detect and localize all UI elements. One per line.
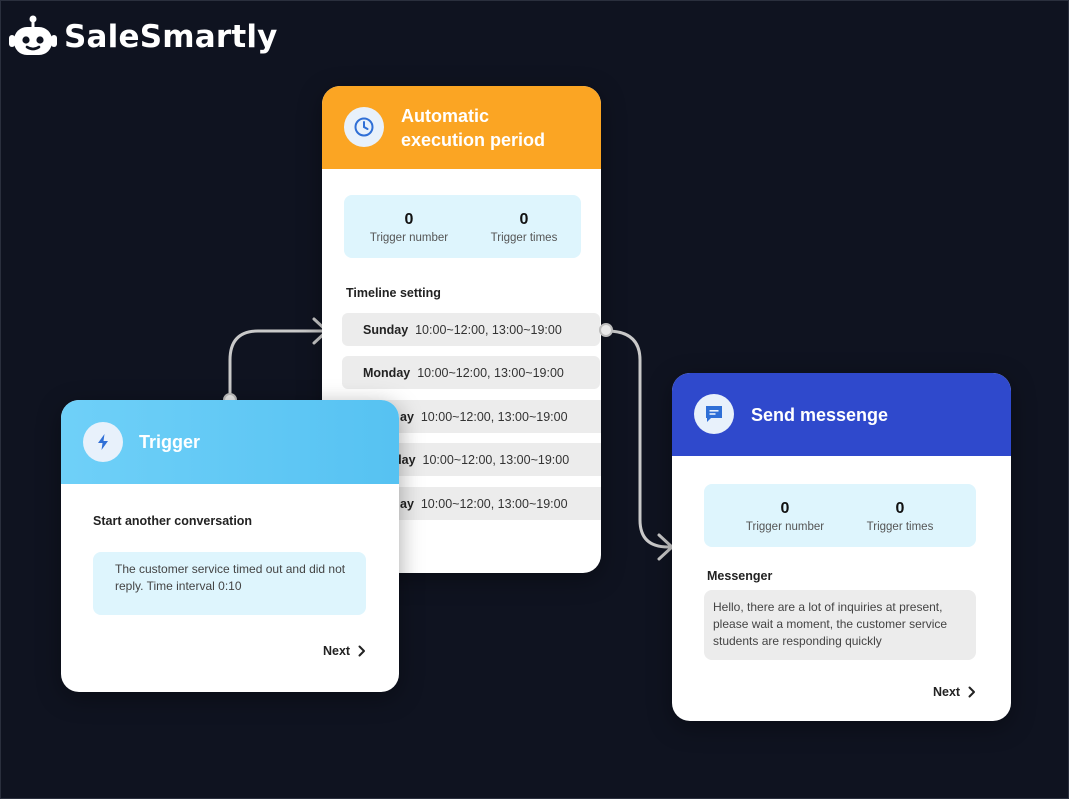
connector-trigger-to-execution	[228, 329, 325, 400]
messenger-message: Hello, there are a lot of inquiries at p…	[704, 590, 976, 660]
stat-value: 0	[780, 500, 790, 517]
chevron-right-icon	[358, 645, 366, 657]
connector-execution-to-send	[606, 329, 671, 549]
stat-label: Trigger times	[490, 232, 558, 244]
execution-card-title: Automatic execution period	[401, 104, 545, 152]
stat-trigger-number: 0 Trigger number	[730, 500, 840, 533]
stat-trigger-times: 0 Trigger times	[469, 211, 579, 244]
execution-title-line-1: Automatic	[401, 106, 490, 126]
robot-logo-icon	[9, 15, 57, 55]
send-message-card[interactable]: Send messenge 0 Trigger number 0 Trigger…	[672, 373, 1011, 721]
timeline-hours: 10:00~12:00, 13:00~19:00	[422, 452, 570, 467]
execution-title-line-2: execution period	[401, 130, 546, 150]
trigger-card-title: Trigger	[139, 432, 201, 452]
timeline-title: Timeline setting	[346, 286, 441, 300]
timeline-day: Monday	[363, 365, 411, 380]
trigger-section-title: Start another conversation	[93, 514, 253, 528]
trigger-message: The customer service timed out and did n…	[93, 552, 366, 615]
timeline-day: day	[394, 452, 416, 467]
execution-period-card[interactable]: Automatic execution period 0 Trigger num…	[322, 86, 601, 573]
timeline-row[interactable]: Monday 10:00~12:00, 13:00~19:00	[342, 356, 600, 389]
stat-value: 0	[519, 211, 529, 228]
timeline-day: Sunday	[363, 322, 409, 337]
lightning-icon	[83, 422, 123, 462]
timeline-hours: 10:00~12:00, 13:00~19:00	[420, 496, 568, 511]
timeline-hours: 10:00~12:00, 13:00~19:00	[420, 409, 568, 424]
stat-trigger-number: 0 Trigger number	[354, 211, 464, 244]
clock-icon	[344, 107, 384, 147]
send-next-button[interactable]: Next	[933, 685, 976, 699]
timeline-hours: 10:00~12:00, 13:00~19:00	[417, 365, 564, 380]
connector-dot-execution[interactable]	[599, 323, 613, 337]
stat-label: Trigger times	[866, 521, 934, 533]
stat-value: 0	[404, 211, 414, 228]
timeline-hours: 10:00~12:00, 13:00~19:00	[415, 322, 562, 337]
chevron-right-icon	[968, 686, 976, 698]
next-label: Next	[933, 685, 961, 699]
send-card-title: Send messenge	[751, 405, 889, 425]
stat-label: Trigger number	[369, 232, 449, 244]
brand-name: SaleSmartly	[64, 19, 278, 55]
trigger-card[interactable]: Trigger Start another conversation The c…	[61, 400, 399, 692]
stat-label: Trigger number	[745, 521, 825, 533]
next-label: Next	[323, 644, 351, 658]
messenger-title: Messenger	[707, 569, 773, 583]
message-icon	[694, 394, 734, 434]
trigger-next-button[interactable]: Next	[323, 644, 366, 658]
timeline-day: ay	[400, 496, 414, 511]
execution-stats: 0 Trigger number 0 Trigger times	[344, 195, 581, 258]
trigger-card-header: Trigger	[61, 400, 399, 484]
brand-logo: SaleSmartly	[8, 14, 278, 60]
stat-trigger-times: 0 Trigger times	[845, 500, 955, 533]
timeline-row[interactable]: Sunday 10:00~12:00, 13:00~19:00	[342, 313, 600, 346]
execution-card-header: Automatic execution period	[322, 86, 601, 169]
send-card-header: Send messenge	[672, 373, 1011, 456]
stat-value: 0	[895, 500, 905, 517]
send-stats: 0 Trigger number 0 Trigger times	[704, 484, 976, 547]
timeline-day: ay	[400, 409, 414, 424]
